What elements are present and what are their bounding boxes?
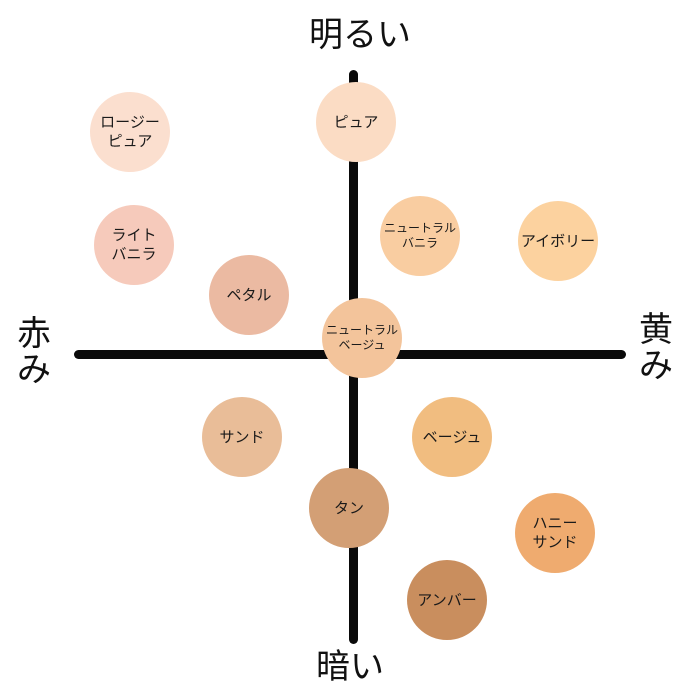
- swatch-honey-sand: ハニー サンド: [515, 493, 595, 573]
- axis-label-reddish: 赤み: [17, 314, 51, 390]
- swatch-tan: タン: [309, 468, 389, 548]
- swatch-beige: ベージュ: [412, 397, 492, 477]
- swatch-ivory: アイボリー: [518, 201, 598, 281]
- axis-label-dark: 暗い: [316, 647, 384, 687]
- swatch-rosy-pure: ロージー ピュア: [90, 92, 170, 172]
- swatch-light-vanilla: ライト バニラ: [94, 205, 174, 285]
- swatch-neutral-beige: ニュートラル ベージュ: [322, 298, 402, 378]
- swatch-neutral-vanilla: ニュートラル バニラ: [380, 196, 460, 276]
- axis-label-yellowish: 黄み: [639, 310, 673, 386]
- swatch-amber: アンバー: [407, 560, 487, 640]
- swatch-sand: サンド: [202, 397, 282, 477]
- swatch-pure: ピュア: [316, 82, 396, 162]
- swatch-petal: ペタル: [209, 255, 289, 335]
- axis-label-bright: 明るい: [309, 15, 411, 55]
